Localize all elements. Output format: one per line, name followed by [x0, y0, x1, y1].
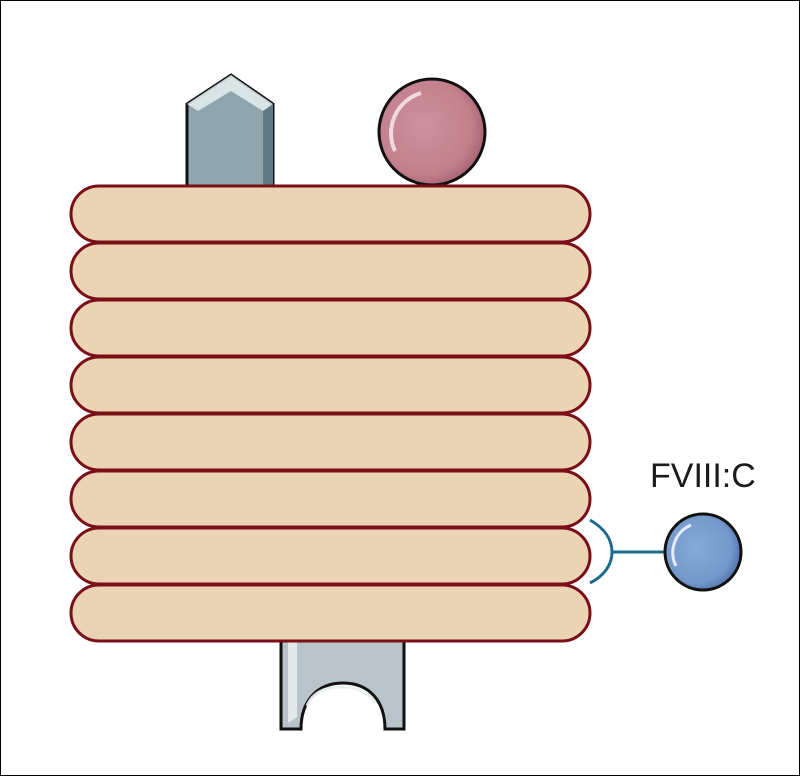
band-3	[69, 298, 592, 358]
band-stack	[69, 184, 592, 643]
fviii-label: FVIII:C	[650, 457, 756, 495]
fviii-sphere	[663, 512, 743, 592]
band-5	[69, 412, 592, 472]
band-1	[69, 184, 592, 244]
band-8	[69, 583, 592, 643]
band-7	[69, 526, 592, 586]
band-2	[69, 241, 592, 301]
bottom-receptor-notch	[279, 635, 406, 731]
top-receptor-pentagon	[185, 73, 275, 189]
band-4	[69, 355, 592, 415]
fviii-connector	[589, 518, 666, 585]
pink-sphere	[377, 77, 487, 187]
band-6	[69, 469, 592, 529]
